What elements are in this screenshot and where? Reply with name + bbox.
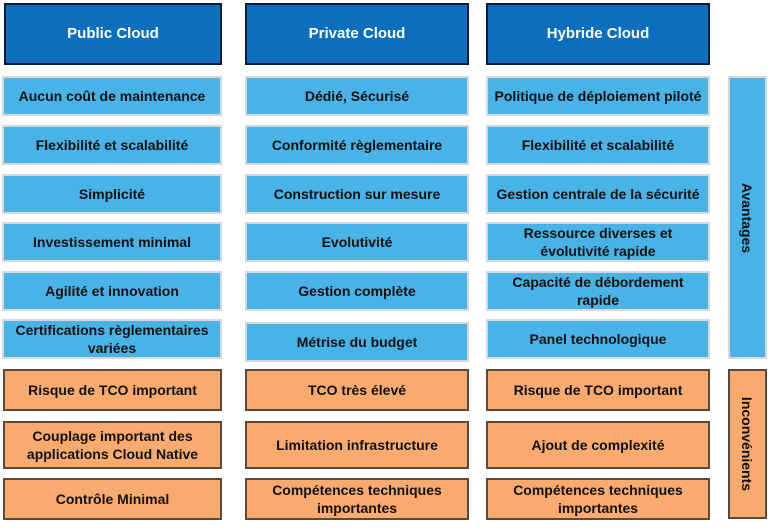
advantages-label-text: Avantages (739, 182, 756, 253)
private-advantage: Métrise du budget (245, 322, 469, 362)
public-advantage: Certifications règlementaires variées (2, 319, 222, 359)
private-advantage: Gestion complète (245, 271, 469, 311)
private-disadvantage: Limitation infrastructure (245, 421, 469, 469)
hybrid-disadvantage: Risque de TCO important (486, 369, 710, 411)
public-disadvantage: Risque de TCO important (3, 369, 222, 411)
disadvantages-side-label: Inconvénients (728, 369, 767, 519)
private-advantage: Conformité règlementaire (245, 125, 469, 165)
private-disadvantage: Compétences techniques importantes (245, 478, 469, 520)
public-advantage: Agilité et innovation (2, 271, 222, 311)
hybrid-advantage: Flexibilité et scalabilité (486, 125, 710, 165)
private-advantage: Dédié, Sécurisé (245, 76, 469, 116)
hybrid-disadvantage: Ajout de complexité (486, 421, 710, 469)
header-public-cloud: Public Cloud (4, 3, 222, 65)
public-advantage: Investissement minimal (2, 222, 222, 262)
public-disadvantage: Couplage important des applications Clou… (3, 421, 222, 469)
hybrid-disadvantage: Compétences techniques importantes (486, 478, 710, 520)
hybrid-advantage: Gestion centrale de la sécurité (486, 174, 710, 214)
disadvantages-label-text: Inconvénients (739, 396, 756, 492)
public-advantage: Flexibilité et scalabilité (2, 125, 222, 165)
private-disadvantage: TCO très élevé (245, 369, 469, 411)
hybrid-advantage: Ressource diverses et évolutivité rapide (486, 222, 710, 262)
private-advantage: Construction sur mesure (245, 174, 469, 214)
hybrid-advantage: Capacité de débordement rapide (486, 271, 710, 311)
hybrid-advantage: Panel technologique (486, 319, 710, 359)
header-private-cloud: Private Cloud (245, 3, 469, 65)
public-advantage: Simplicité (2, 174, 222, 214)
advantages-side-label: Avantages (728, 76, 767, 359)
hybrid-advantage: Politique de déploiement piloté (486, 76, 710, 116)
public-advantage: Aucun coût de maintenance (2, 76, 222, 116)
public-disadvantage: Contrôle Minimal (3, 478, 222, 520)
header-hybrid-cloud: Hybride Cloud (486, 3, 710, 65)
private-advantage: Evolutivité (245, 222, 469, 262)
